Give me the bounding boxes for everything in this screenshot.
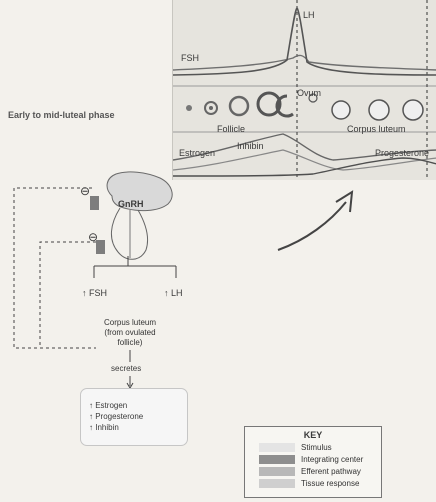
secretes-label: secretes: [111, 364, 141, 373]
phase-title: Early to mid-luteal phase: [8, 110, 115, 120]
swatch-integrating-center: [259, 455, 295, 464]
key-item-stimulus: Stimulus: [259, 443, 379, 453]
key-item-integrating-center: Integrating center: [259, 455, 379, 465]
ovum-label: Ovum: [297, 88, 321, 98]
fsh-curve: [173, 55, 436, 70]
gnrh-label: GnRH: [118, 199, 144, 209]
swatch-stimulus: [259, 443, 295, 452]
swatch-efferent-pathway: [259, 467, 295, 476]
curved-arrow-head: [336, 192, 352, 212]
corpus-luteum-line3: follicle): [78, 338, 182, 348]
integrating-center-hypothalamus: [90, 196, 99, 210]
follicle-label: Follicle: [217, 124, 245, 134]
key-item-efferent-pathway: Efferent pathway: [259, 467, 379, 477]
corpus-luteum-stage-1: [332, 101, 350, 119]
corpus-luteum-line1: Corpus luteum: [78, 318, 182, 328]
pituitary-contour: [111, 208, 147, 259]
inhibit-sign-1: ⊖: [80, 184, 90, 198]
corpus-luteum-stage-2: [369, 100, 389, 120]
hormone-output-box: ↑ Estrogen ↑ Progesterone ↑ Inhibin: [80, 388, 188, 446]
curved-arrow-to-graph: [278, 202, 346, 250]
legend-key: KEY Stimulus Integrating center Efferent…: [244, 426, 382, 498]
follicle-stage-1: [186, 105, 192, 111]
corpus-luteum-stage-3: [403, 100, 423, 120]
estrogen-output: ↑ Estrogen: [89, 401, 127, 410]
follicle-stage-3: [230, 97, 248, 115]
fsh-output: ↑ FSH: [82, 288, 107, 298]
swatch-tissue-response: [259, 479, 295, 488]
corpus-luteum-node: Corpus luteum (from ovulated follicle): [78, 318, 182, 348]
lh-output: ↑ LH: [164, 288, 183, 298]
key-item-tissue-response: Tissue response: [259, 479, 379, 489]
fsh-label: FSH: [181, 53, 199, 63]
inhibit-sign-2: ⊖: [88, 230, 98, 244]
key-title: KEY: [245, 430, 381, 440]
corpus-luteum-label: Corpus luteum: [347, 124, 406, 134]
lh-label: LH: [303, 10, 315, 20]
progesterone-output: ↑ Progesterone: [89, 412, 143, 421]
follicle-stage-2-core: [209, 106, 213, 110]
corpus-luteum-line2: (from ovulated: [78, 328, 182, 338]
inhibin-output: ↑ Inhibin: [89, 423, 119, 432]
